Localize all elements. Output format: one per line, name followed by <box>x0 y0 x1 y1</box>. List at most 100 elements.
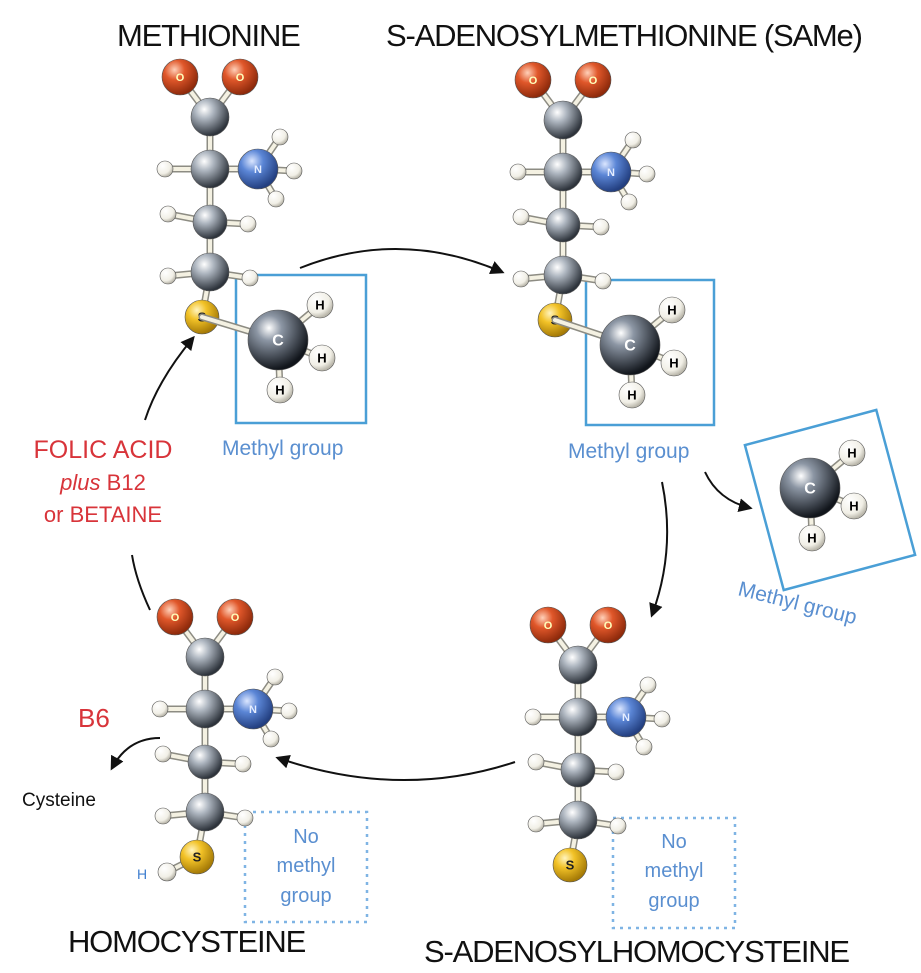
hydrogen-atom <box>271 128 289 146</box>
hydrogen-atom <box>154 807 172 825</box>
carbon-atom <box>185 637 225 677</box>
oxygen-atom <box>574 61 612 99</box>
nitrogen-atom <box>590 151 632 193</box>
oxygen-atom-label: O <box>231 612 240 624</box>
sulfur-atom <box>552 847 588 883</box>
arrow-sah-to-homocysteine <box>275 755 516 781</box>
oxygen-atom-label: O <box>176 72 185 84</box>
hydrogen-atom <box>524 708 542 726</box>
nitrogen-atom-label: N <box>249 704 257 716</box>
hydrogen-atom <box>527 815 545 833</box>
carbon-atom <box>558 645 598 685</box>
carbon-atom <box>192 204 228 240</box>
methyl-carbon-atom <box>247 309 309 371</box>
oxygen-atom <box>156 598 194 636</box>
sulfur-atom-label: S <box>193 850 202 865</box>
methyl-hydrogen-atom-label: H <box>627 388 636 403</box>
hydrogen-atom <box>267 190 285 208</box>
hydrogen-atom <box>156 160 174 178</box>
methyl-hydrogen-atom-label: H <box>315 298 324 313</box>
oxygen-atom-label: O <box>589 75 598 87</box>
hydrogen-atom <box>151 700 169 718</box>
carbon-atom <box>185 689 225 729</box>
hydrogen-atom <box>239 215 257 233</box>
oxygen-atom <box>529 606 567 644</box>
carbon-atom <box>560 752 596 788</box>
title-sah: S-ADENOSYLHOMOCYSTEINE <box>424 934 849 969</box>
oxygen-atom <box>216 598 254 636</box>
plus-word: plus <box>59 470 100 495</box>
title-same: S-ADENOSYLMETHIONINE (SAMe) <box>386 18 862 53</box>
or-betaine-label: or BETAINE <box>44 502 162 527</box>
no-methyl-sah-line2: methyl <box>645 860 704 882</box>
methyl-carbon-atom-label: C <box>624 338 636 355</box>
b12-word: B12 <box>107 470 146 495</box>
methyl-box-released <box>743 408 917 592</box>
hydrogen-atom <box>266 668 284 686</box>
hydrogen-atom <box>234 755 252 773</box>
hydrogen-atom <box>512 270 530 288</box>
oxygen-atom-label: O <box>236 72 245 84</box>
oxygen-atom-label: O <box>529 75 538 87</box>
hydrogen-atom <box>653 710 671 728</box>
arrow-homocysteine-to-methionine-lower <box>131 554 151 611</box>
carbon-atom <box>190 97 230 137</box>
methyl-label-methionine: Methyl group <box>222 437 343 460</box>
carbon-atom <box>543 100 583 140</box>
methyl-hydrogen-atom-label: H <box>849 499 858 514</box>
sulfur-atom <box>179 839 215 875</box>
methyl-hydrogen-atom-label: H <box>847 446 856 461</box>
hydrogen-atom <box>635 738 653 756</box>
nitrogen-atom-label: N <box>622 712 630 724</box>
methyl-carbon-atom-label: C <box>804 481 816 498</box>
no-methyl-box-sah <box>611 816 737 930</box>
carbon-atom <box>190 252 230 292</box>
no-methyl-box-homocysteine <box>243 810 369 924</box>
hydrogen-atom <box>285 162 303 180</box>
sulfur-atom-label: S <box>566 858 575 873</box>
hydrogen-atom <box>607 763 625 781</box>
methyl-hydrogen-atom <box>840 492 868 520</box>
carbon-atom <box>190 149 230 189</box>
arrow-homocysteine-to-methionine-upper <box>144 335 195 421</box>
methyl-hydrogen-atom <box>798 524 826 552</box>
nitrogen-atom <box>232 688 274 730</box>
arrow-methyl-release <box>704 471 753 513</box>
oxygen-atom <box>161 58 199 96</box>
title-methionine: METHIONINE <box>117 18 300 53</box>
methyl-hydrogen-atom <box>660 349 688 377</box>
methyl-hydrogen-atom <box>306 291 334 319</box>
no-methyl-sah-line1: No <box>661 831 687 853</box>
carbon-atom <box>187 744 223 780</box>
oxygen-atom-label: O <box>604 620 613 632</box>
no-methyl-homocysteine-line1: No <box>293 826 319 848</box>
hydrogen-atom <box>609 817 627 835</box>
hydrogen-atom <box>527 753 545 771</box>
methyl-hydrogen-atom-label: H <box>669 356 678 371</box>
methyl-hydrogen-atom-label: H <box>807 531 816 546</box>
methyl-box-same <box>584 278 716 427</box>
no-methyl-homocysteine-line2: methyl <box>277 855 336 877</box>
nitrogen-atom-label: N <box>254 164 262 176</box>
b6-label: B6 <box>78 703 110 733</box>
methyl-group-same: C H H H <box>551 296 688 409</box>
hydrogen-atom <box>159 267 177 285</box>
no-methyl-sah-line3: group <box>648 890 699 912</box>
hydrogen-atom <box>624 131 642 149</box>
methyl-box-methionine <box>234 273 368 425</box>
methyl-hydrogen-atom <box>618 381 646 409</box>
methyl-group-released: C H H H <box>779 439 868 552</box>
oxygen-atom <box>514 61 552 99</box>
carbon-atom <box>545 207 581 243</box>
methyl-hydrogen-atom-label: H <box>667 303 676 318</box>
hydrogen-atom <box>638 165 656 183</box>
carbon-atom <box>185 792 225 832</box>
hydrogen-atom <box>592 218 610 236</box>
hydrogen-atom <box>241 269 259 287</box>
oxygen-atom-label: O <box>171 612 180 624</box>
